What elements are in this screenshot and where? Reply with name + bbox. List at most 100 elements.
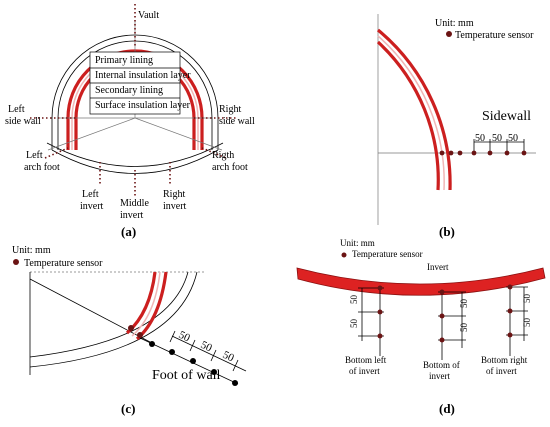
dimension-line [171,335,247,372]
temperature-sensor [521,150,527,156]
legend-item: Secondary lining [95,85,163,96]
left-invert-label: invert [80,201,104,212]
right-arch-foot-sensor-line [201,147,227,159]
temperature-sensor [439,150,445,156]
right-side-wall-label: side wall [219,116,255,127]
bottom-middle-label: invert [429,371,450,381]
secondary-lining [135,271,168,341]
vault-label: Vault [138,10,159,21]
bottom-left-label: Bottom left [345,355,387,365]
foot-of-wall-label: Foot of wall [152,368,221,383]
invert-outline [46,142,224,167]
temperature-sensor [128,325,134,331]
spacing-label: 50 [177,329,192,345]
unit-label: Unit: mm [12,245,51,256]
unit-label: Unit: mm [340,238,375,248]
temperature-sensor [457,150,463,156]
temperature-sensor [377,285,383,291]
right-invert-label: Right [163,189,185,200]
dimension-tick [169,330,176,343]
spacing-label: 50 [349,295,359,305]
spacing-label: 50 [349,319,359,329]
left-arch-foot-label: arch foot [24,162,60,173]
right-arch-foot-label: Rigth [212,150,234,161]
temperature-sensor [190,358,196,364]
sensor-legend-label: Temperature sensor [455,30,534,41]
spacing-label: 50 [199,339,214,355]
guide-line [47,117,136,151]
temperature-sensor [377,333,383,339]
right-invert-label: invert [163,201,187,212]
dimension-tick [210,349,217,362]
invert-lining [296,267,546,296]
sidewall-label: Sidewall [482,109,531,124]
temperature-sensor [169,349,175,355]
spacing-label: 50 [221,349,236,365]
panel-c-diagonal [29,278,151,343]
spacing-label: 50 [492,133,502,144]
unit-label: Unit: mm [435,18,474,29]
temperature-sensor [471,150,477,156]
dimension-tick [189,339,196,352]
bottom-right-label: Bottom right [481,355,528,365]
temperature-sensor [507,308,513,314]
legend-item: Internal insulation layer [95,70,191,81]
temperature-sensor [232,380,238,386]
right-arch-foot-label: arch foot [212,162,248,173]
left-arch-foot-sensor-line [44,147,69,159]
panel-a-label: (a) [121,224,136,239]
temperature-sensor [504,150,510,156]
dimension-tick [232,359,239,372]
legend-item: Primary lining [95,55,153,66]
panel-b-label: (b) [439,224,455,239]
outline-curve [29,271,189,358]
left-side-wall-label: Left [8,104,25,115]
temperature-sensor [439,289,445,295]
temperature-sensor [448,150,454,156]
left-side-wall-label: side wall [5,116,41,127]
insulation-layer [131,271,161,337]
sensor-legend-label: Temperature sensor [24,258,103,269]
invert-label: Invert [427,262,449,272]
middle-invert-label: invert [120,210,144,221]
bottom-right-label: of invert [486,366,517,376]
bottom-left-label: of invert [349,366,380,376]
panel-b: Unit: mm Temperature sensor Sidewall 50 … [376,14,536,239]
panel-c: Unit: mm Temperature sensor 50 50 50 Foo… [12,245,247,416]
outline-curve [29,271,198,368]
spacing-label: 50 [475,133,485,144]
sensor-line [139,337,239,385]
middle-invert-label: Middle [120,198,149,209]
temperature-sensor [377,309,383,315]
spacing-label: 50 [522,294,532,304]
temperature-sensor [507,284,513,290]
temperature-sensor [211,369,217,375]
panel-d-label: (d) [439,401,455,416]
spacing-label: 50 [459,299,469,309]
left-invert-label: Left [82,189,99,200]
panel-c-label: (c) [121,401,135,416]
insulation-layer [377,35,445,191]
spacing-label: 50 [508,133,518,144]
temperature-sensor [507,332,513,338]
right-side-wall-label: Right [219,104,241,115]
temperature-sensor [137,332,143,338]
bottom-middle-label: Bottom of [423,360,460,370]
sensor-legend-icon [13,259,19,265]
guide-line [134,117,223,151]
panel-a: Vault Primary lining Internal insulation… [5,4,255,239]
temperature-sensor [439,337,445,343]
sensor-legend-label: Temperature sensor [352,249,423,259]
invert-outline-2 [51,149,219,174]
spacing-label: 50 [459,323,469,333]
panel-d: Unit: mm Temperature sensor Invert 50 50… [296,238,546,416]
temperature-sensor [149,341,155,347]
sensor-legend-icon [341,252,347,258]
primary-lining [376,28,452,191]
legend-item: Surface insulation layer [95,100,191,111]
temperature-sensor [487,150,493,156]
sensor-legend-icon [446,31,452,37]
temperature-sensor [439,313,445,319]
secondary-lining [376,40,440,191]
